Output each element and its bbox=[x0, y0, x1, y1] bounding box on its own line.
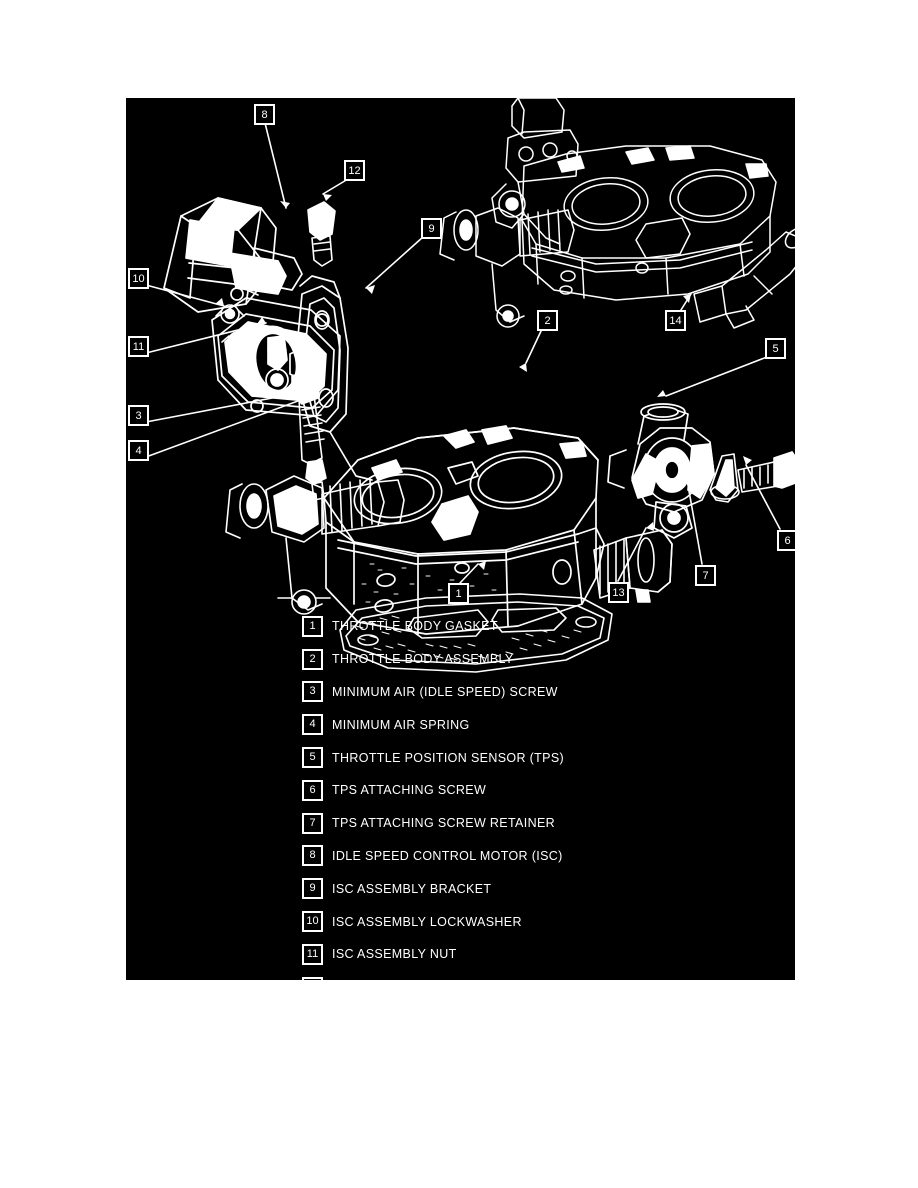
legend-label: THROTTLE BODY ASSEMBLY bbox=[332, 652, 514, 667]
legend-number: 12 bbox=[302, 976, 323, 980]
callout-1: 1 bbox=[448, 583, 469, 604]
legend-item: 9 ISC ASSEMBLY BRACKET bbox=[302, 872, 772, 905]
legend-label: TPS ATTACHING SCREW RETAINER bbox=[332, 816, 556, 831]
callout-13: 13 bbox=[608, 582, 629, 603]
legend-number: 11 bbox=[302, 943, 323, 965]
legend-item: 11 ISC ASSEMBLY NUT bbox=[302, 938, 772, 971]
legend-label: ISC ASSEMBLY NUT bbox=[332, 947, 457, 962]
callout-3: 3 bbox=[128, 405, 149, 426]
callout-8: 8 bbox=[254, 104, 275, 125]
legend-item: 4 MINIMUM AIR SPRING bbox=[302, 708, 772, 741]
legend-label: TPS ATTACHING SCREW bbox=[332, 783, 487, 798]
legend-item: 5 THROTTLE POSITION SENSOR (TPS) bbox=[302, 741, 772, 774]
legend-number: 4 bbox=[302, 714, 323, 736]
legend-number: 2 bbox=[302, 648, 323, 670]
callout-7: 7 bbox=[695, 565, 716, 586]
callout-2: 2 bbox=[537, 310, 558, 331]
legend-item: 10 ISC ASSEMBLY LOCKWASHER bbox=[302, 905, 772, 938]
legend-number: 10 bbox=[302, 911, 323, 933]
legend-number: 9 bbox=[302, 878, 323, 900]
legend-number: 6 bbox=[302, 779, 323, 801]
legend-item: 2 THROTTLE BODY ASSEMBLY bbox=[302, 643, 772, 676]
callout-14: 14 bbox=[665, 310, 686, 331]
callout-10: 10 bbox=[128, 268, 149, 289]
legend-item: 6 TPS ATTACHING SCREW bbox=[302, 774, 772, 807]
legend-label: THROTTLE BODY GASKET bbox=[332, 619, 498, 634]
legend-item: 1 THROTTLE BODY GASKET bbox=[302, 610, 772, 643]
callout-4: 4 bbox=[128, 440, 149, 461]
callout-9: 9 bbox=[421, 218, 442, 239]
legend-label: THROTTLE POSITION SENSOR (TPS) bbox=[332, 750, 565, 765]
legend-label: MINIMUM AIR (IDLE SPEED) SCREW bbox=[332, 684, 558, 699]
legend-label: IDLE SPEED CONTROL MOTOR (ISC) bbox=[332, 848, 563, 863]
legend-item: 8 IDLE SPEED CONTROL MOTOR (ISC) bbox=[302, 840, 772, 873]
legend-label: ISC ASSEMBLY BRACKET bbox=[332, 881, 492, 896]
callout-11: 11 bbox=[128, 336, 149, 357]
legend-item: 7 TPS ATTACHING SCREW RETAINER bbox=[302, 807, 772, 840]
legend-label: MINIMUM AIR SPRING bbox=[332, 717, 470, 732]
diagram-line-art bbox=[145, 98, 795, 673]
legend-number: 7 bbox=[302, 812, 323, 834]
legend-number: 5 bbox=[302, 747, 323, 769]
legend-number: 8 bbox=[302, 845, 323, 867]
legend-number: 3 bbox=[302, 681, 323, 703]
legend-label: ISC ASSEMBLY LOCKWASHER bbox=[332, 914, 522, 929]
legend-number: 1 bbox=[302, 615, 323, 637]
legend-item: 12 ISC BRACKET MOUNTING SCREW bbox=[302, 971, 772, 980]
callout-12: 12 bbox=[344, 160, 365, 181]
legend-item: 3 MINIMUM AIR (IDLE SPEED) SCREW bbox=[302, 676, 772, 709]
callout-5: 5 bbox=[765, 338, 786, 359]
parts-legend: 1 THROTTLE BODY GASKET 2 THROTTLE BODY A… bbox=[302, 610, 772, 980]
throttle-body-exploded-diagram: 8 12 9 10 11 3 4 2 14 5 6 7 13 1 1 THROT… bbox=[126, 98, 795, 980]
callout-6: 6 bbox=[777, 530, 795, 551]
